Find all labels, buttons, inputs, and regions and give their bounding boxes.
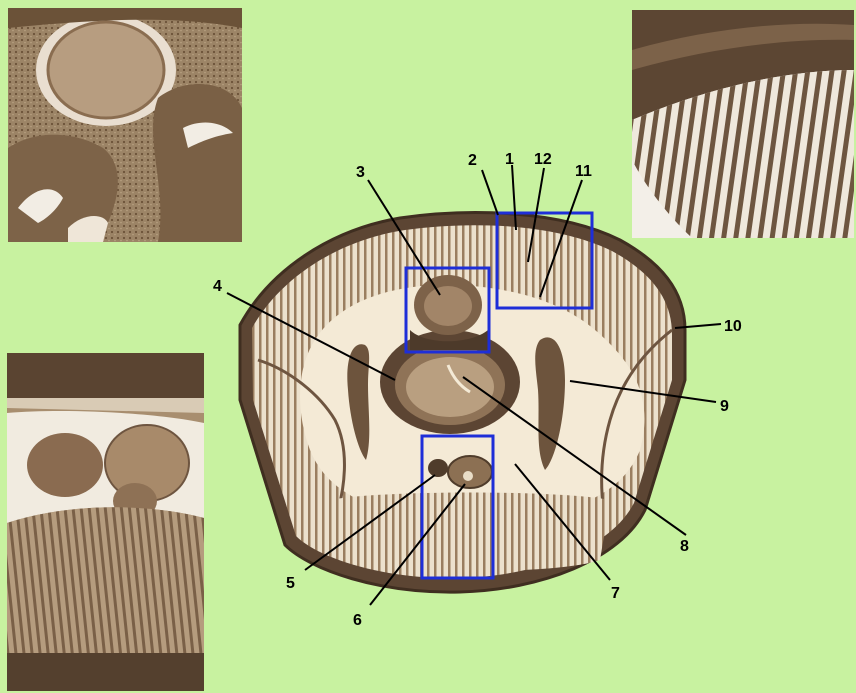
label-1: 1 — [505, 151, 514, 168]
label-5: 5 — [286, 575, 295, 592]
label-12: 12 — [534, 151, 552, 168]
label-6: 6 — [353, 612, 362, 629]
label-4: 4 — [213, 278, 222, 295]
label-3: 3 — [356, 164, 365, 181]
label-2: 2 — [468, 152, 477, 169]
label-9: 9 — [720, 398, 729, 415]
label-10: 10 — [724, 318, 742, 335]
label-8: 8 — [680, 538, 689, 555]
label-7: 7 — [611, 585, 620, 602]
label-11: 11 — [575, 163, 592, 180]
